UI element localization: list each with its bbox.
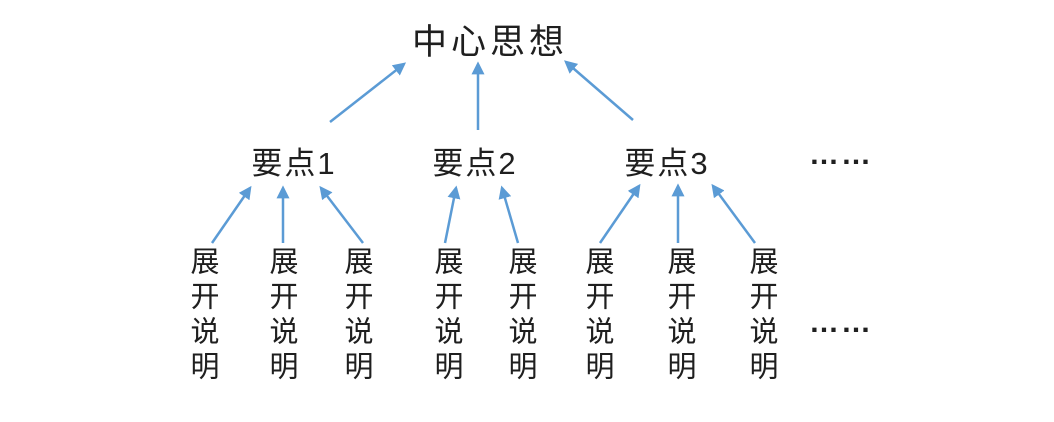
arrow-expl4-to-point2-icon [443,185,461,244]
key-point-1-label: 要点1 [251,146,337,181]
explanation-column: 展开说明 [745,246,777,386]
arrow-point3-to-center-icon [564,60,634,121]
explanation-column: 展开说明 [340,246,372,386]
arrow-expl5-to-point2-icon [498,185,520,244]
explanation-column: 展开说明 [663,246,695,386]
explanation-column: 展开说明 [265,246,297,386]
arrow-expl8-to-point3-icon [711,183,757,244]
explanation-column: 展开说明 [186,246,218,386]
explanation-column: 展开说明 [504,246,536,386]
explanations-ellipsis: …… [809,306,873,339]
key-point-3-label: 要点3 [624,146,710,181]
arrow-point1-to-center-icon [329,62,407,123]
arrow-expl3-to-point1-icon [319,185,364,244]
explanation-column: 展开说明 [581,246,613,386]
central-idea-label: 中心思想 [411,23,568,62]
key-point-2-label: 要点2 [432,146,518,181]
explanation-column: 展开说明 [430,246,462,386]
arrow-expl6-to-point3-icon [598,183,641,244]
arrow-expl1-to-point1-icon [210,185,252,244]
key-points-ellipsis: …… [809,138,873,171]
